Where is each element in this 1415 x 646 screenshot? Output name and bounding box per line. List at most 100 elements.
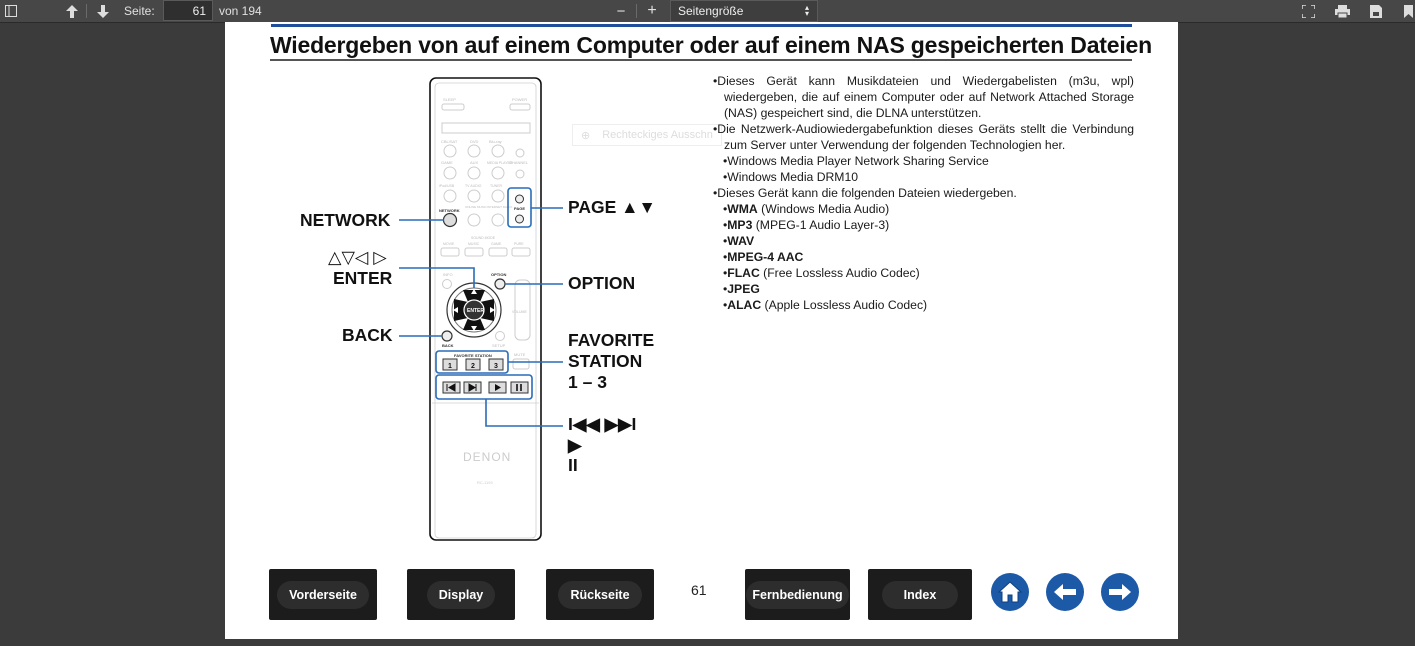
format-name: MP3 — [727, 218, 753, 232]
bullet-dot: • — [713, 186, 718, 200]
zoom-out-button[interactable]: − — [616, 2, 626, 20]
callout-play: ▶ — [568, 435, 582, 455]
label-bluray: Blu-ray — [489, 139, 502, 144]
label-power: POWER — [512, 97, 527, 102]
bookmark-button[interactable] — [1401, 0, 1415, 22]
page-label: Seite: — [124, 4, 155, 18]
bullet-main: •Dieses Gerät kann die folgenden Dateien… — [713, 185, 1134, 201]
page-up-button — [515, 194, 524, 204]
bullet-main: •Dieses Gerät kann Musikdateien und Wied… — [713, 73, 1134, 121]
remote-button — [443, 144, 457, 158]
bullet-dot: • — [723, 154, 728, 168]
dpad-right-arrow — [490, 307, 495, 313]
nav-display-button[interactable]: Display — [407, 569, 515, 620]
enter-callout-line — [399, 267, 475, 288]
back-page-button[interactable] — [1046, 573, 1084, 611]
fullscreen-icon — [1301, 4, 1315, 18]
callout-skip: I◀◀ ▶▶I — [568, 414, 637, 434]
remote-button — [440, 247, 460, 257]
home-button[interactable] — [991, 573, 1029, 611]
bullet-text: Windows Media Player Network Sharing Ser… — [727, 154, 989, 168]
document-page: Wiedergeben von auf einem Computer oder … — [225, 22, 1178, 639]
sidebar-toggle-button[interactable] — [2, 0, 20, 22]
callout-favorite: FAVORITE — [568, 330, 655, 350]
forward-page-button[interactable] — [1101, 573, 1139, 611]
remote-button — [467, 166, 481, 180]
print-button[interactable] — [1333, 0, 1351, 22]
remote-button — [509, 103, 531, 111]
viewer-toolbar: Seite: von 194 − + Seitengröße ▴▾ — [0, 0, 1415, 23]
label-aux: AUX — [470, 160, 479, 165]
dpad-left-arrow — [453, 307, 458, 313]
bullet-dot: • — [723, 266, 728, 280]
info-remote-button — [442, 279, 452, 289]
title-underline — [270, 59, 1132, 61]
format-name: MPEG-4 AAC — [727, 250, 804, 264]
zoom-in-button[interactable]: + — [647, 2, 657, 19]
remote-button — [443, 189, 457, 203]
transport-buttons-highlight — [435, 374, 533, 400]
nav-display-label: Display — [426, 580, 496, 609]
zoom-select-value: Seitengröße — [678, 4, 744, 18]
label-page: PAGE — [514, 206, 525, 211]
label-pure: PURE — [514, 242, 524, 246]
volume-rocker — [514, 279, 531, 341]
remote-button — [515, 169, 525, 179]
bullet-text: Dieses Gerät kann die folgenden Dateien … — [717, 186, 1017, 200]
nav-index-button[interactable]: Index — [868, 569, 972, 620]
zoom-select[interactable]: Seitengröße ▴▾ — [670, 0, 818, 22]
fullscreen-button[interactable] — [1299, 0, 1317, 22]
fav-button-2 — [465, 358, 481, 371]
format-name: FLAC — [727, 266, 760, 280]
transport-callout-line — [485, 399, 563, 427]
pause-icon — [516, 384, 522, 391]
callout-station-range: 1 – 3 — [568, 372, 607, 392]
format-item: •WMA (Windows Media Audio) — [713, 201, 1134, 217]
page-title: Wiedergeben von auf einem Computer oder … — [270, 32, 1152, 58]
header-accent-line — [271, 24, 1132, 27]
remote-button — [491, 189, 505, 203]
bookmark-icon — [1403, 4, 1413, 18]
format-desc: (MPEG-1 Audio Layer-3) — [752, 218, 890, 232]
remote-model: RC-1193 — [477, 480, 493, 485]
play-icon — [495, 384, 501, 391]
label-info: INFO — [443, 272, 453, 277]
label-channel: CHANNEL — [509, 160, 529, 165]
label-ipod-usb: iPod/USB — [439, 184, 455, 188]
label-dvd: DVD — [470, 139, 479, 144]
nav-front-button[interactable]: Vorderseite — [269, 569, 377, 620]
next-page-button[interactable] — [94, 0, 112, 22]
toolbar-separator — [86, 4, 87, 18]
nav-remote-label: Fernbedienung — [746, 580, 849, 609]
bullet-dot: • — [723, 170, 728, 184]
bullet-dot: • — [723, 298, 728, 312]
label-movie: MOVIE — [443, 242, 455, 246]
fav-button-3-label: 3 — [494, 363, 498, 370]
nav-rear-button[interactable]: Rückseite — [546, 569, 654, 620]
page-number-input[interactable] — [163, 0, 213, 21]
arrow-up-icon — [66, 4, 78, 18]
prev-page-button[interactable] — [63, 0, 81, 22]
back-remote-button — [441, 330, 453, 342]
format-desc: (Free Lossless Audio Codec) — [759, 266, 920, 280]
label-tuner: TUNER — [490, 184, 503, 188]
remote-button — [491, 166, 505, 180]
nav-front-label: Vorderseite — [277, 580, 369, 609]
save-button[interactable] — [1367, 0, 1385, 22]
format-desc: (Windows Media Audio) — [757, 202, 890, 216]
bullet-dot: • — [723, 250, 728, 264]
callout-back: BACK — [342, 325, 393, 345]
fav-button-3 — [488, 358, 504, 371]
label-sleep: SLEEP — [443, 97, 456, 102]
print-icon — [1334, 4, 1350, 18]
remote-button — [467, 213, 481, 227]
arrow-right-icon — [1109, 584, 1131, 600]
bullet-dot: • — [723, 234, 728, 248]
sidebar-icon — [5, 5, 17, 17]
fav-button-2-label: 2 — [471, 363, 475, 370]
remote-button — [441, 103, 465, 111]
callout-enter: ENTER — [333, 268, 393, 288]
nav-remote-button[interactable]: Fernbedienung — [745, 569, 850, 620]
bullet-dot: • — [723, 218, 728, 232]
format-item: •FLAC (Free Lossless Audio Codec) — [713, 265, 1134, 281]
